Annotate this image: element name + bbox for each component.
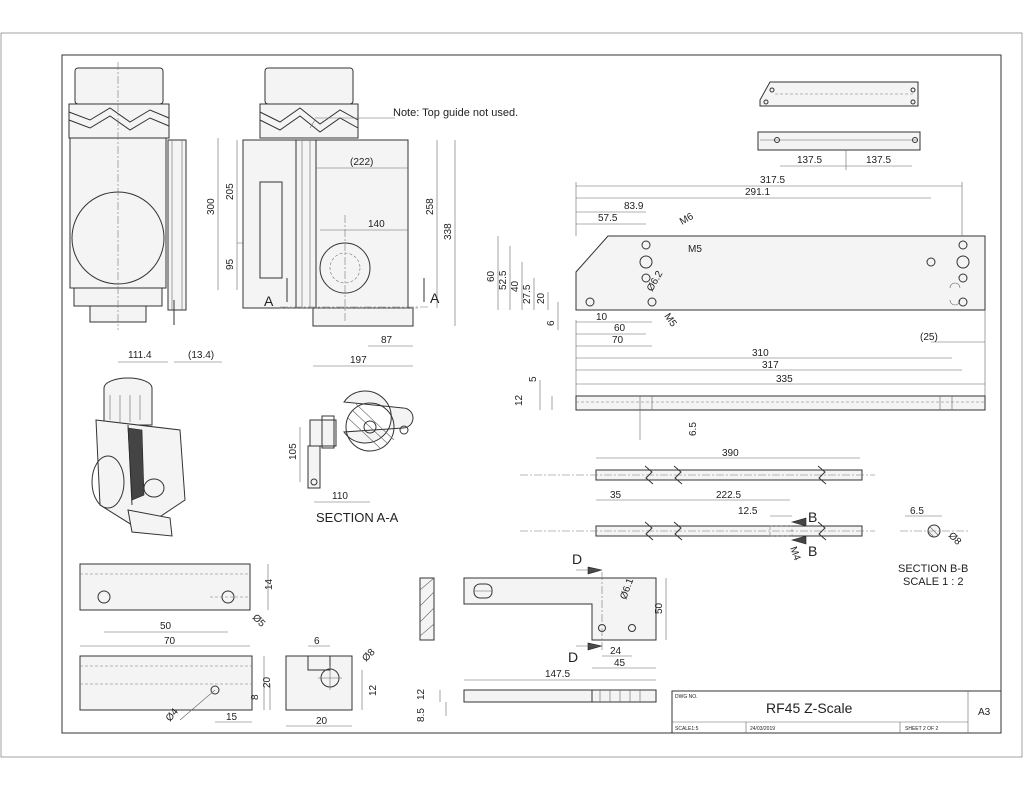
dim-5: 5 <box>528 376 539 382</box>
cut-a-left: A <box>264 293 274 309</box>
dim-br-50: 50 <box>654 602 665 614</box>
dim-m5-bottom: M5 <box>662 311 679 329</box>
dim-205: 205 <box>225 183 236 200</box>
scale-text: SCALE1:5 <box>675 726 699 732</box>
dim-cube-6: 6 <box>314 636 320 647</box>
cut-a-right: A <box>430 290 440 306</box>
dim-cube-12: 12 <box>368 684 379 696</box>
dim-83-9: 83.9 <box>624 201 644 212</box>
bracket-views: D D Ø6.1 50 24 45 147.5 12 8.5 <box>416 551 667 722</box>
dim-258: 258 <box>425 198 436 215</box>
section-b-b-scale: SCALE 1 : 2 <box>903 576 964 588</box>
dim-137-5a: 137.5 <box>797 155 822 166</box>
dim-br-12: 12 <box>416 688 427 700</box>
dim-70-block: 70 <box>164 636 176 647</box>
sheet-number: SHEET 2 OF 2 <box>905 726 938 732</box>
dim-6: 6 <box>546 320 557 326</box>
dim-dia-5: Ø5 <box>250 612 268 630</box>
sheet-size: A3 <box>978 707 991 718</box>
dim-317: 317 <box>762 360 779 371</box>
dim-87: 87 <box>381 335 393 346</box>
dim-8: 8 <box>250 694 261 700</box>
dim-95: 95 <box>225 258 236 270</box>
dim-m5-top: M5 <box>688 244 702 255</box>
cut-d-bottom: D <box>568 649 578 665</box>
dim-cube-20: 20 <box>316 716 328 727</box>
section-b-b-label: SECTION B-B <box>898 563 968 575</box>
base-plate-view <box>575 235 986 311</box>
dim-20: 20 <box>536 292 547 304</box>
dim-40: 40 <box>510 280 521 292</box>
block-front-view: Ø4 20 8 15 <box>79 655 273 724</box>
dim-cube-dia-8: Ø8 <box>360 647 378 665</box>
dim-12: 12 <box>514 394 525 406</box>
base-plate-dims: 317.5 291.1 83.9 57.5 M6 M5 Ø6.2 60 52.5… <box>486 175 986 396</box>
drawing-title: RF45 Z-Scale <box>766 700 853 716</box>
cube-view: 6 Ø8 12 20 <box>285 636 379 727</box>
dwg-no-label: DWG NO. <box>675 694 698 700</box>
dim-390: 390 <box>722 448 739 459</box>
front-view-dims: 300 205 95 111.4 (13.4) <box>118 138 258 363</box>
base-plate-edge-view: 5 12 6.5 <box>514 376 986 440</box>
dim-317-5: 317.5 <box>760 175 785 186</box>
dim-111-4: 111.4 <box>128 350 152 361</box>
dim-6-5: 6.5 <box>688 422 699 436</box>
cut-b-bottom: B <box>808 543 817 559</box>
dim-25: (25) <box>920 332 938 343</box>
dim-27-5: 27.5 <box>522 284 533 304</box>
cut-d-top: D <box>572 551 582 567</box>
dim-52-5: 52.5 <box>498 270 509 290</box>
dim-15: 15 <box>226 712 238 723</box>
dim-300: 300 <box>206 198 217 215</box>
cut-b-top: B <box>808 509 817 525</box>
dim-10: 10 <box>596 312 608 323</box>
dim-bb-6-5: 6.5 <box>910 506 924 517</box>
dim-45: 45 <box>614 658 626 669</box>
dim-35: 35 <box>610 490 622 501</box>
dim-70: 70 <box>612 335 624 346</box>
dim-bb-dia-8: Ø8 <box>946 530 964 548</box>
block-top-view: 14 50 Ø5 70 <box>79 563 275 647</box>
inner-border <box>61 54 1002 734</box>
dim-12-5: 12.5 <box>738 506 758 517</box>
dim-222-5: 222.5 <box>716 490 741 501</box>
dim-60h: 60 <box>614 323 626 334</box>
dim-24: 24 <box>610 646 622 657</box>
dim-140: 140 <box>368 219 385 230</box>
dim-137-5b: 137.5 <box>866 155 891 166</box>
date-text: 24/03/2019 <box>750 726 775 732</box>
dim-338: 338 <box>443 223 454 240</box>
outer-border <box>0 32 1023 758</box>
dim-57-5: 57.5 <box>598 213 618 224</box>
dim-m6: M6 <box>678 211 696 228</box>
dim-50: 50 <box>160 621 172 632</box>
dim-222: (222) <box>350 157 373 168</box>
dim-310: 310 <box>752 348 769 359</box>
title-block: DWG NO. RF45 Z-Scale A3 SCALE1:5 24/03/2… <box>671 690 1002 734</box>
dim-197: 197 <box>350 355 367 366</box>
dim-m4: M4 <box>787 545 802 562</box>
dim-335: 335 <box>776 374 793 385</box>
section-b-b: 6.5 Ø8 SECTION B-B SCALE 1 : 2 <box>898 506 968 588</box>
section-a-a-label: SECTION A-A <box>316 510 399 525</box>
dim-br-8-5: 8.5 <box>416 708 427 722</box>
dim-13-4: (13.4) <box>188 350 214 361</box>
dim-105: 105 <box>288 443 299 460</box>
dim-60v: 60 <box>486 270 497 282</box>
dim-20-v: 20 <box>262 676 273 688</box>
front-view <box>68 62 187 330</box>
guide-rail-views: 137.5 137.5 <box>757 81 921 170</box>
dim-147-5: 147.5 <box>545 669 570 680</box>
rod-views: 390 35 222.5 12.5 M4 B B <box>520 448 875 562</box>
side-view-dims: Note: Top guide not used. (222) 140 258 … <box>264 107 518 367</box>
dim-291-1: 291.1 <box>745 187 770 198</box>
note-top-guide: Note: Top guide not used. <box>393 107 518 119</box>
section-a-a: 105 110 SECTION A-A <box>288 390 414 525</box>
dim-14: 14 <box>264 578 275 590</box>
dim-110: 110 <box>332 491 348 502</box>
isometric-view <box>91 377 186 537</box>
